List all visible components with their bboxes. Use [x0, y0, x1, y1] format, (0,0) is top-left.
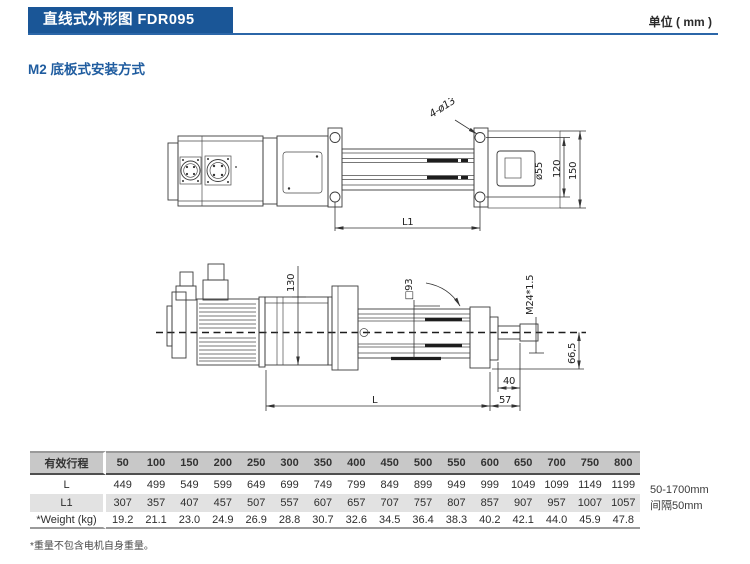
col-header-value: 100	[139, 451, 173, 475]
col-header-value: 650	[506, 451, 540, 475]
cell-value: 28.8	[272, 512, 307, 529]
cell-value: 36.4	[406, 512, 440, 529]
cell-value: 1149	[573, 475, 607, 494]
dim-label-center-to-bottom: 66,5	[567, 343, 578, 364]
dim-label-front: 57	[499, 395, 511, 406]
cell-value: 457	[206, 494, 240, 512]
dim-label-l1: L1	[402, 217, 413, 228]
cell-value: 42.1	[506, 512, 540, 529]
mounting-subtitle: M2 底板式安装方式	[28, 62, 146, 77]
cell-value: 649	[239, 475, 273, 494]
col-header-value: 150	[172, 451, 207, 475]
cell-value: 23.0	[172, 512, 207, 529]
dim-label-rod-thread: M24*1.5	[525, 275, 536, 315]
cell-value: 44.0	[539, 512, 574, 529]
cell-value: 657	[339, 494, 373, 512]
cell-value: 699	[272, 475, 307, 494]
dim-label-mount-holes: 4-ø13	[427, 98, 458, 121]
row-label: L1	[30, 494, 106, 512]
cell-value: 707	[373, 494, 407, 512]
connector-1-icon	[179, 156, 202, 185]
cell-value: 757	[406, 494, 440, 512]
cell-value: 749	[306, 475, 340, 494]
cell-value: 357	[139, 494, 173, 512]
col-header-value: 400	[339, 451, 373, 475]
cell-value: 499	[139, 475, 173, 494]
dim-label-hole-spacing: 120	[552, 160, 563, 178]
col-header-value: 500	[406, 451, 440, 475]
col-header-value: 300	[272, 451, 307, 475]
cell-value: 21.1	[139, 512, 173, 529]
section-title: 直线式外形图 FDR095	[28, 7, 233, 33]
cell-value: 1199	[606, 475, 640, 494]
col-header-value: 200	[206, 451, 240, 475]
cell-value: 40.2	[473, 512, 507, 529]
row-label: L	[30, 475, 106, 494]
col-header-value: 800	[606, 451, 640, 475]
cell-value: 19.2	[106, 512, 140, 529]
side-view-drawing: 130 □93 M24*1.5 66,5 40 L 57	[156, 263, 586, 411]
cell-value: 32.6	[339, 512, 373, 529]
cell-value: 1099	[539, 475, 574, 494]
cell-value: 957	[539, 494, 574, 512]
cell-value: 1007	[573, 494, 607, 512]
cell-value: 1057	[606, 494, 640, 512]
stroke-range-note: 50-1700mm 间隔50mm	[650, 482, 709, 514]
cell-value: 949	[439, 475, 474, 494]
cell-value: 799	[339, 475, 373, 494]
col-header-value: 700	[539, 451, 574, 475]
cell-value: 38.3	[439, 512, 474, 529]
col-header-value: 450	[373, 451, 407, 475]
dim-label-body-square: □93	[404, 279, 415, 300]
stroke-range-line2: 间隔50mm	[650, 500, 703, 512]
cell-value: 507	[239, 494, 273, 512]
cell-value: 899	[406, 475, 440, 494]
cell-value: 549	[172, 475, 207, 494]
dim-label-length: L	[372, 395, 378, 406]
cell-value: 26.9	[239, 512, 273, 529]
cell-value: 30.7	[306, 512, 340, 529]
cell-value: 449	[106, 475, 140, 494]
cell-value: 849	[373, 475, 407, 494]
col-header-value: 750	[573, 451, 607, 475]
cell-value: 557	[272, 494, 307, 512]
col-header-stroke: 有效行程	[30, 451, 106, 475]
cell-value: 307	[106, 494, 140, 512]
header-rule	[28, 33, 718, 35]
cell-value: 857	[473, 494, 507, 512]
dim-label-rod-bore: ø55	[534, 162, 545, 180]
connector-2-icon	[204, 155, 232, 186]
cell-value: 807	[439, 494, 474, 512]
cell-value: 24.9	[206, 512, 240, 529]
dim-label-overall-width: 150	[568, 162, 579, 180]
stroke-range-line1: 50-1700mm	[650, 484, 709, 496]
col-header-value: 50	[106, 451, 140, 475]
cell-value: 607	[306, 494, 340, 512]
cell-value: 407	[172, 494, 207, 512]
unit-label: 单位 ( mm )	[648, 15, 712, 29]
cell-value: 907	[506, 494, 540, 512]
col-header-value: 600	[473, 451, 507, 475]
dim-label-flange-height: 130	[286, 274, 297, 292]
cell-value: 599	[206, 475, 240, 494]
cell-value: 45.9	[573, 512, 607, 529]
row-label: *Weight (kg)	[30, 512, 106, 529]
top-view-drawing: 4-ø13 ø55 120 150 L1	[167, 98, 586, 231]
cell-value: 1049	[506, 475, 540, 494]
motor-fins	[199, 303, 256, 362]
cell-value: 34.5	[373, 512, 407, 529]
col-header-value: 250	[239, 451, 273, 475]
cell-value: 999	[473, 475, 507, 494]
weight-footnote: *重量不包含电机自身重量。	[30, 541, 154, 552]
cell-value: 47.8	[606, 512, 640, 529]
col-header-value: 350	[306, 451, 340, 475]
dim-label-step: 40	[503, 376, 515, 387]
col-header-value: 550	[439, 451, 474, 475]
